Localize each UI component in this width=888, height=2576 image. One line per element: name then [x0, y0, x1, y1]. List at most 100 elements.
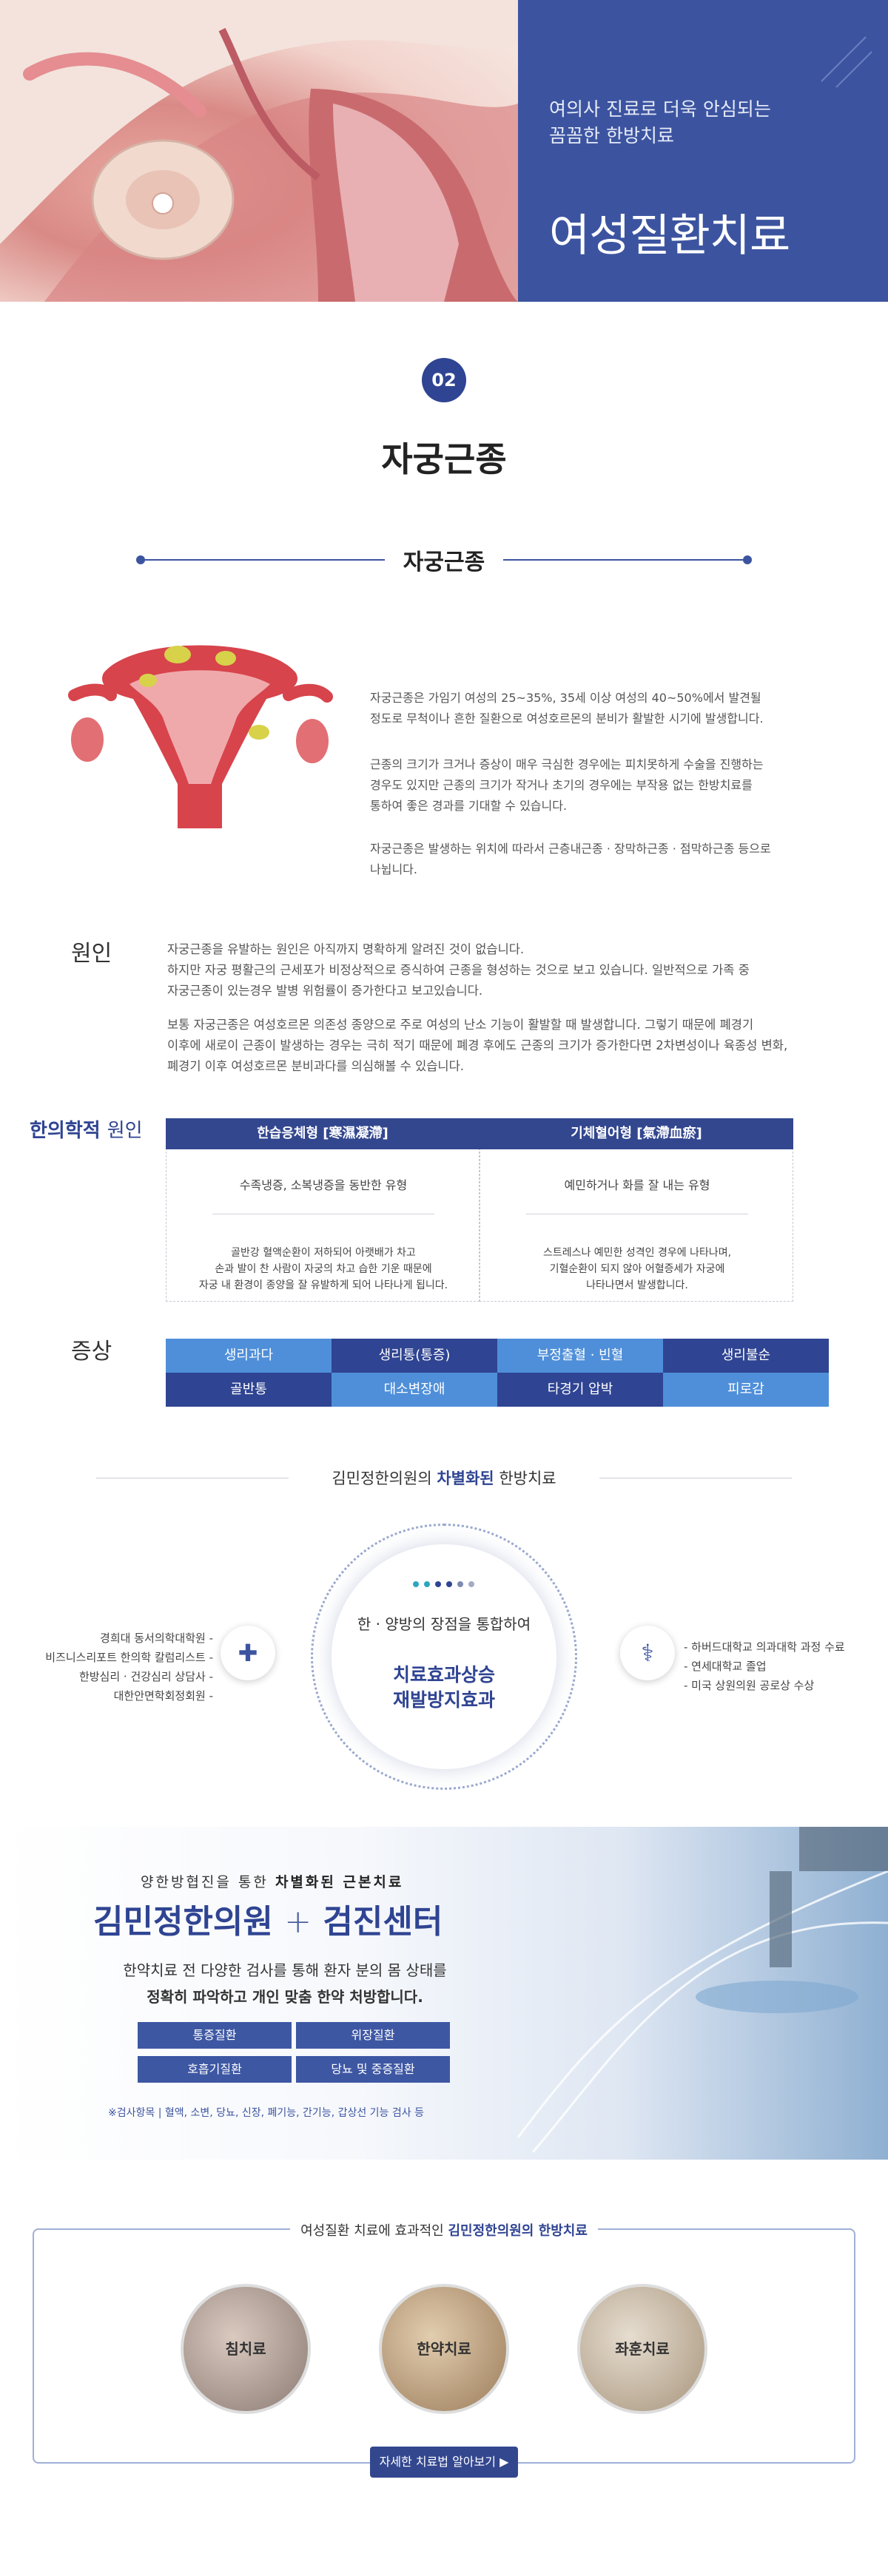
sitz-bath-treatment[interactable]: 좌훈치료 — [577, 2284, 707, 2414]
cause-p1-line3: 자궁근종이 있는경우 발병 위험률이 증가한다고 보고있습니다. — [167, 984, 483, 998]
section-number-badge: 02 — [422, 358, 466, 402]
dots-icon — [413, 1581, 474, 1587]
section-subtitle: 자궁근종 — [403, 550, 485, 575]
intro-p2-line3: 통하여 좋은 경과를 기대할 수 있습니다. — [370, 799, 568, 813]
herbal-cause-card-2: 기체혈어형 [氣滯血瘀] 예민하거나 화를 잘 내는 유형 스트레스나 예민한 … — [480, 1118, 793, 1302]
symptom-item: 생리과다 — [166, 1339, 332, 1373]
acupuncture-treatment[interactable]: 침치료 — [181, 2284, 311, 2414]
cause-p1-line2: 하지만 자궁 평활근의 근세포가 비정상적으로 증식하여 근종을 형성하는 것으… — [167, 963, 750, 977]
circle-effect-1: 치료효과상승 — [392, 1664, 495, 1686]
banner-title-plus: + — [284, 1903, 312, 1941]
left-credentials: 경희대 동서의학대학원 - 비즈니스리포트 한의학 칼럼리스트 - 한방심리 ·… — [15, 1629, 213, 1705]
subtitle-right-line — [503, 559, 747, 561]
diabetes-disease-button[interactable]: 당뇨 및 중증질환 — [296, 2056, 450, 2083]
subtitle-right-dot — [743, 555, 752, 564]
banner-title-clinic: 김민정한의원 — [93, 1903, 273, 1941]
intro-p2-line2: 경우도 있지만 근종의 크기가 작거나 초기의 경우에는 부작용 없는 한방치료… — [370, 778, 753, 792]
symptoms-heading: 증상 — [71, 1339, 112, 1365]
card-2-desc-line1: 스트레스나 예민한 성격인 경우에 나타나며, — [542, 1247, 732, 1259]
card-1-desc-line2: 손과 발이 찬 사람이 자궁의 차고 습한 기운 때문에 — [215, 1263, 432, 1275]
card-1-desc-line1: 골반강 혈액순환이 저하되어 아랫배가 차고 — [231, 1247, 416, 1259]
card-1-header: 한습응체형 [寒濕凝滯] — [166, 1118, 480, 1149]
diff-title-prefix: 김민정한의원의 — [332, 1470, 432, 1487]
intro-paragraph-1: 자궁근종은 가임기 여성의 25~35%, 35세 이상 여성의 40~50%에… — [370, 688, 844, 729]
circle-text-line1: 한 · 양방의 장점을 통합하여 — [357, 1615, 531, 1633]
right-credential-item: - 연세대학교 졸업 — [684, 1660, 767, 1673]
stomach-disease-button[interactable]: 위장질환 — [296, 2022, 450, 2049]
cause-p1-line1: 자궁근종을 유발하는 원인은 아직까지 명확하게 알려진 것이 없습니다. — [167, 942, 525, 956]
cause-heading: 원인 — [71, 941, 112, 967]
hero-banner: 여의사 진료로 더욱 안심되는 꼼꼼한 한방치료 여성질환치료 — [0, 0, 888, 302]
banner-subtitle: 양한방협진을 통한 차별화된 근본치료 — [141, 1871, 403, 1891]
card-1-desc-line3: 자궁 내 환경이 종양을 잘 유발하게 되어 나타나게 됩니다. — [198, 1279, 448, 1291]
respiratory-disease-button[interactable]: 호흡기질환 — [138, 2056, 292, 2083]
right-credential-item: - 미국 상원의원 공로상 수상 — [684, 1679, 815, 1692]
herbal-cause-heading-bold: 한의학적 — [30, 1120, 101, 1142]
intro-p2-line1: 근종의 크기가 크거나 증상이 매우 극심한 경우에는 피치못하게 수술을 진행… — [370, 757, 764, 771]
symptom-item: 피로감 — [663, 1373, 829, 1407]
intro-p1-line2: 정도로 무척이나 흔한 질환으로 여성호르몬의 분비가 활발한 시기에 발생합니… — [370, 711, 764, 726]
card-1-description: 골반강 혈액순환이 저하되어 아랫배가 차고 손과 발이 찬 사람이 자궁의 차… — [166, 1245, 480, 1294]
cause-p2-line1: 보통 자궁근종은 여성호르몬 의존성 종양으로 주로 여성의 난소 기능이 활발… — [167, 1018, 754, 1032]
symptom-item: 타경기 압박 — [497, 1373, 663, 1407]
card-2-summary: 예민하거나 화를 잘 내는 유형 — [564, 1178, 710, 1192]
cause-paragraph-2: 보통 자궁근종은 여성호르몬 의존성 종양으로 주로 여성의 난소 기능이 활발… — [167, 1015, 878, 1077]
test-items-note: ※검사항목 | 혈액, 소변, 당뇨, 신장, 폐기능, 간기능, 갑상선 기능… — [108, 2107, 424, 2119]
intro-paragraph-2: 근종의 크기가 크거나 증상이 매우 극심한 경우에는 피치못하게 수술을 진행… — [370, 754, 844, 817]
left-credential-item: 대한안면학회정회원 - — [113, 1689, 213, 1703]
left-credential-item: 한방심리 · 건강심리 상담사 - — [78, 1670, 213, 1683]
cause-p2-line3: 폐경기 이후 여성호르몬 분비과다를 의심해볼 수 있습니다. — [167, 1059, 465, 1073]
caduceus-icon: ⚕ — [620, 1626, 675, 1680]
cause-paragraph-1: 자궁근종을 유발하는 원인은 아직까지 명확하게 알려진 것이 없습니다. 하지… — [167, 939, 878, 1001]
circle-text-line2: 치료효과상승 재발방지효과 — [332, 1663, 556, 1713]
right-credential-item: - 하버드대학교 의과대학 과정 수료 — [684, 1640, 845, 1654]
symptom-item: 골반통 — [166, 1373, 332, 1407]
intro-p1-line1: 자궁근종은 가임기 여성의 25~35%, 35세 이상 여성의 40~50%에… — [370, 691, 761, 705]
symptom-item: 생리불순 — [663, 1339, 829, 1373]
banner-subtitle-a: 양한방협진을 통한 — [141, 1874, 269, 1890]
right-credentials: - 하버드대학교 의과대학 과정 수료 - 연세대학교 졸업 - 미국 상원의원… — [684, 1637, 884, 1695]
banner-title: 김민정한의원 + 검진센터 — [93, 1895, 443, 1942]
hero-subtitle-line1: 여의사 진료로 더욱 안심되는 — [549, 98, 771, 120]
intro-p3-line1: 자궁근종은 발생하는 위치에 따라서 근층내근종 · 장막하근종 · 점막하근종… — [370, 842, 771, 856]
learn-more-button[interactable]: 자세한 치료법 알아보기 ▶ — [370, 2447, 518, 2478]
diff-title-bold: 차별화된 — [437, 1470, 494, 1487]
card-2-description: 스트레스나 예민한 성격인 경우에 나타나며, 기혈순환이 되지 않아 어혈증세… — [480, 1245, 794, 1294]
banner-desc-line2: 정확히 파악하고 개인 맞춤 한약 처방합니다. — [147, 1988, 423, 2006]
hero-anatomy-image — [0, 0, 518, 302]
intro-paragraph-3: 자궁근종은 발생하는 위치에 따라서 근층내근종 · 장막하근종 · 점막하근종… — [370, 839, 844, 880]
subtitle-left-dot — [136, 555, 145, 564]
herbal-cause-card-1: 한습응체형 [寒濕凝滯] 수족냉증, 소복냉증을 동반한 유형 골반강 혈액순환… — [166, 1118, 480, 1302]
checkup-center-banner — [0, 1827, 888, 2160]
symptom-item: 부정출혈 · 빈혈 — [497, 1339, 663, 1373]
herbal-medicine-treatment[interactable]: 한약치료 — [379, 2284, 509, 2414]
banner-title-center: 검진센터 — [323, 1903, 443, 1941]
uterus-illustration — [59, 614, 340, 836]
integration-circle-inner — [332, 1544, 556, 1769]
card-2-header: 기체혈어형 [氣滯血瘀] — [480, 1118, 793, 1149]
hero-title-panel — [518, 0, 888, 302]
intro-p3-line2: 나뉩니다. — [370, 862, 417, 876]
diff-title-suffix: 한방치료 — [499, 1470, 556, 1487]
treatments-title: 여성질환 치료에 효과적인 김민정한의원의 한방치료 — [0, 2220, 888, 2239]
treatments-title-prefix: 여성질환 치료에 효과적인 — [300, 2223, 444, 2239]
page-title: 자궁근종 — [381, 439, 507, 479]
treatments-title-bold: 김민정한의원의 한방치료 — [448, 2223, 588, 2239]
cause-p2-line2: 이후에 새로이 근종이 발생하는 경우는 극히 적기 때문에 폐경 후에도 근종… — [167, 1038, 788, 1052]
banner-description: 한약치료 전 다양한 검사를 통해 환자 분의 몸 상태를 정확히 파악하고 개… — [89, 1957, 481, 2010]
card-2-desc-line2: 기혈순환이 되지 않아 어혈증세가 자궁에 — [549, 1263, 725, 1275]
card-1-summary: 수족냉증, 소복냉증을 동반한 유형 — [239, 1178, 408, 1192]
banner-desc-line1: 한약치료 전 다양한 검사를 통해 환자 분의 몸 상태를 — [123, 1961, 447, 1979]
decorative-lines-icon — [821, 36, 872, 88]
hero-subtitle-line2: 꼼꼼한 한방치료 — [549, 125, 674, 146]
card-2-desc-line3: 나타나면서 발생합니다. — [586, 1279, 688, 1291]
medical-cross-icon: ✚ — [221, 1626, 275, 1680]
banner-subtitle-b: 차별화된 근본치료 — [275, 1874, 404, 1890]
integration-circle-outer — [311, 1524, 577, 1790]
differentiated-title: 김민정한의원의 차별화된 한방치료 — [0, 1467, 888, 1489]
symptoms-grid: 생리과다 생리통(통증) 부정출혈 · 빈혈 생리불순 골반통 대소변장애 타경… — [166, 1339, 829, 1407]
pain-disease-button[interactable]: 통증질환 — [138, 2022, 292, 2049]
left-credential-item: 비즈니스리포트 한의학 칼럼리스트 - — [45, 1651, 213, 1664]
herbal-cause-heading: 한의학적 원인 — [30, 1115, 143, 1143]
hero-subtitle: 여의사 진료로 더욱 안심되는 꼼꼼한 한방치료 — [549, 96, 860, 149]
